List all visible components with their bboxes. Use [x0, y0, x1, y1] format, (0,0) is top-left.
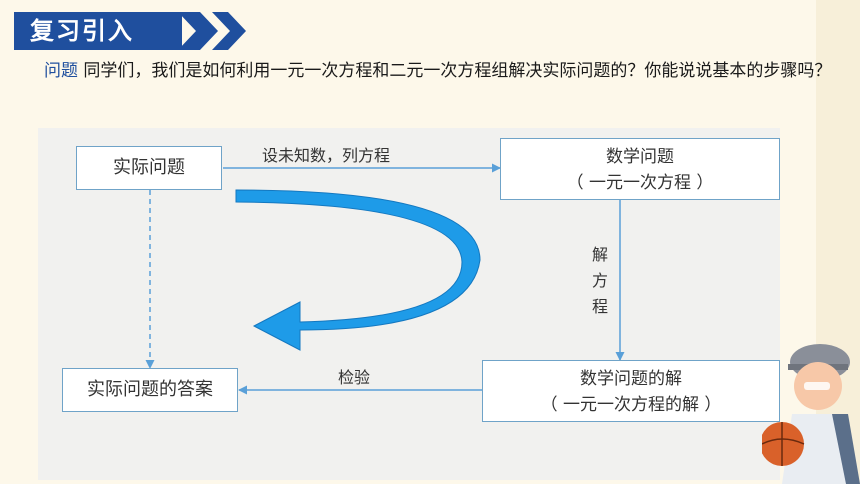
student-illustration-icon	[762, 344, 860, 484]
node-real-answer: 实际问题的答案	[62, 368, 238, 412]
node-real-answer-label: 实际问题的答案	[87, 379, 213, 400]
node-math-problem: 数学问题 （ 一元一次方程 ）	[500, 138, 780, 200]
question-body: 同学们，我们是如何利用一元一次方程和二元一次方程组解决实际问题的？你能说说基本的…	[78, 61, 832, 81]
edge-label-set-unknown: 设未知数，列方程	[262, 146, 391, 165]
node-math-solution-label: 数学问题的解	[580, 369, 682, 389]
node-math-problem-note: （ 一元一次方程 ）	[566, 173, 714, 193]
node-math-solution: 数学问题的解 （ 一元一次方程的解 ）	[482, 360, 780, 422]
header-banner	[14, 12, 182, 50]
question-label: 问题	[44, 61, 78, 81]
node-real-problem: 实际问题	[76, 146, 222, 190]
question-text: 问题 同学们，我们是如何利用一元一次方程和二元一次方程组解决实际问题的？你能说说…	[44, 56, 834, 86]
edge-label-verify: 检验	[338, 368, 371, 387]
node-real-problem-label: 实际问题	[113, 157, 185, 178]
edge-label-solve: 解方程	[591, 245, 608, 316]
node-math-problem-label: 数学问题	[606, 147, 674, 167]
node-math-solution-note: （ 一元一次方程的解 ）	[540, 395, 722, 415]
curved-arrow	[235, 189, 481, 351]
chevron-right-icon	[178, 12, 246, 50]
section-title: 复习引入	[30, 17, 134, 45]
